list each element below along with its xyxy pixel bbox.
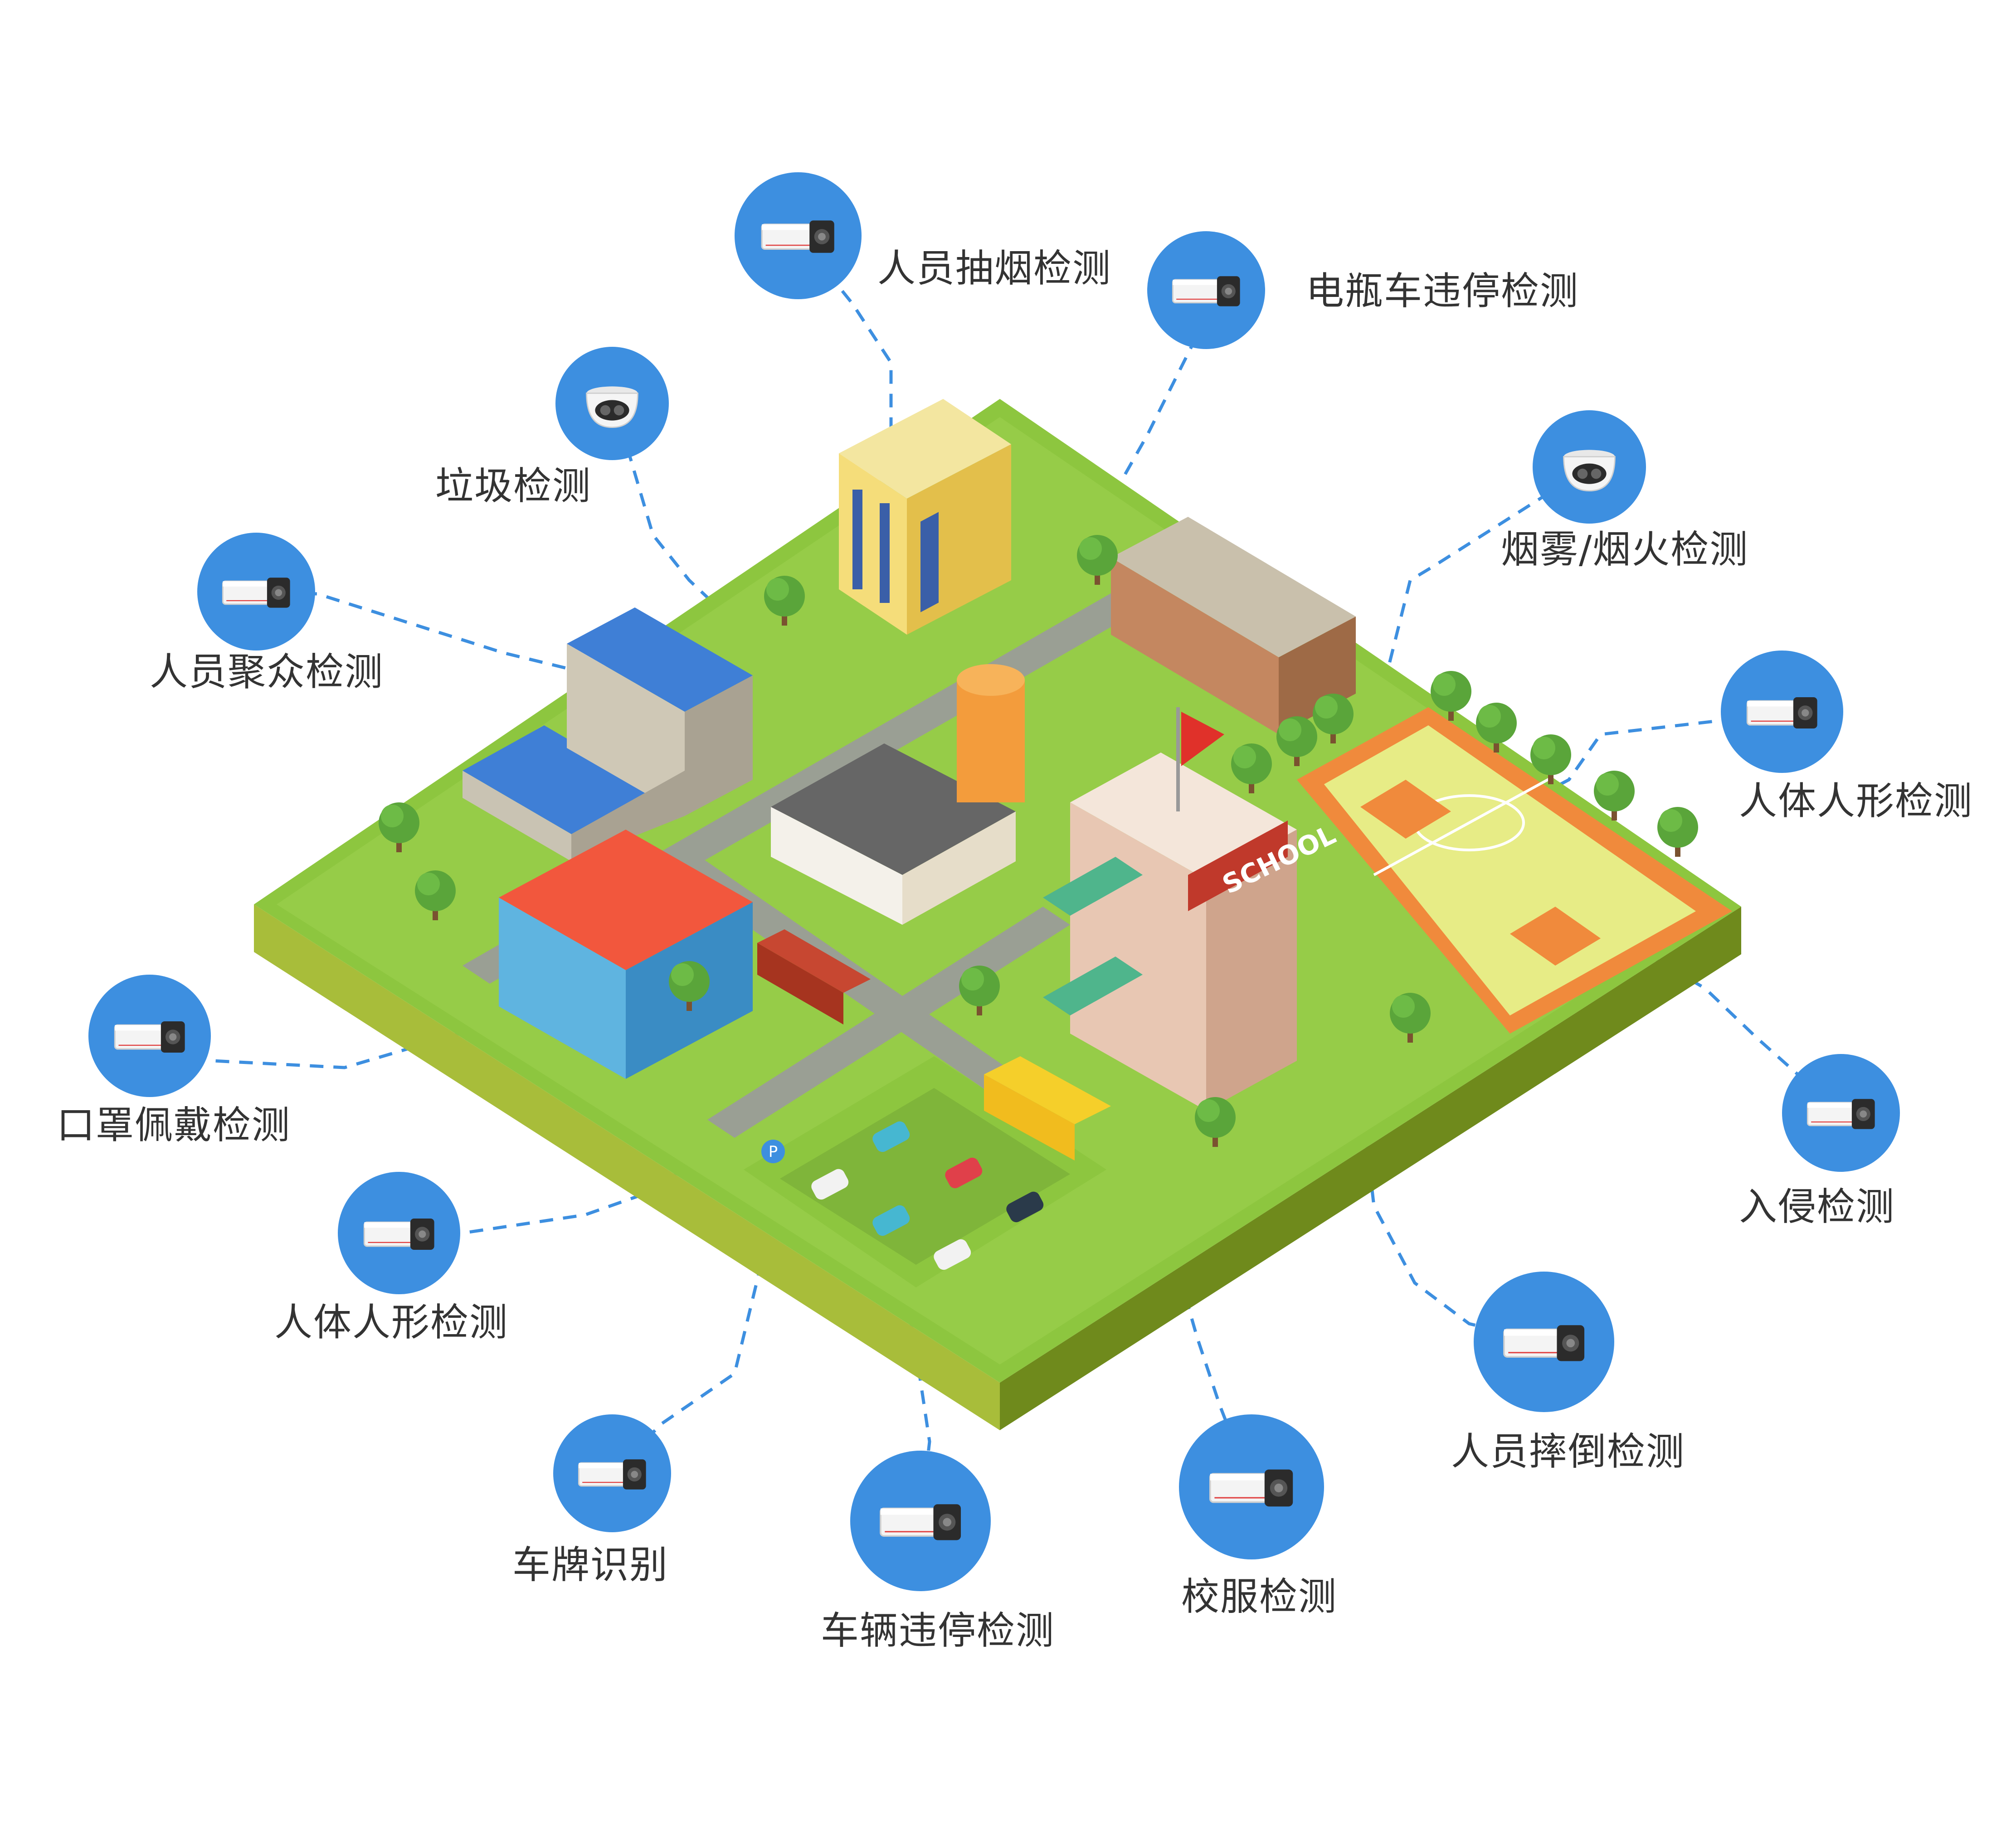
camera-label-mask: 口罩佩戴检测 [57, 1103, 291, 1147]
tree-icon [415, 870, 456, 920]
parked-car [811, 1169, 849, 1200]
tree-icon [959, 966, 1000, 1015]
camera-label-human_left: 人体人形检测 [274, 1300, 509, 1345]
bullet-camera-icon [212, 548, 301, 638]
bullet-camera-icon [114, 1021, 185, 1053]
platform-left-side [254, 904, 1000, 1430]
tree-icon [1390, 993, 1431, 1043]
trees [379, 535, 1698, 1147]
parking-area [780, 1088, 1070, 1265]
bullet-camera-icon [1162, 246, 1251, 336]
bullet-camera-icon [578, 1459, 646, 1490]
camera-badge[interactable] [1179, 1414, 1324, 1559]
bullet-camera-icon [750, 188, 846, 285]
bullet-camera-icon [222, 577, 290, 608]
camera-label-smoking: 人员抽烟检测 [877, 246, 1112, 291]
bullet-camera-icon [104, 990, 196, 1084]
camera-badge[interactable] [555, 347, 669, 460]
school-building: SCHOOL [1043, 707, 1340, 1111]
apartment-building [839, 399, 1011, 635]
buildings: SCHOOL [463, 399, 1356, 1161]
camera-badge[interactable] [1782, 1054, 1900, 1172]
bullet-camera-icon [1172, 276, 1240, 306]
tree-icon [1195, 1097, 1236, 1147]
bullet-camera-icon [568, 1429, 657, 1520]
camera-label-fall: 人员摔倒检测 [1451, 1429, 1685, 1474]
bullet-camera-icon [1197, 1433, 1306, 1543]
bullet-camera-icon [1746, 697, 1817, 728]
brown-building [1111, 517, 1356, 734]
parked-car [934, 1239, 971, 1270]
parking-sign [761, 1140, 785, 1163]
camera-label-vehicle: 车辆违停检测 [821, 1608, 1055, 1653]
tree-icon [1231, 743, 1272, 793]
parked-car [1006, 1191, 1044, 1223]
bullet-camera-icon [1807, 1098, 1875, 1129]
bullet-camera-icon [1503, 1325, 1584, 1361]
court-key-right [1510, 907, 1601, 966]
tree-icon [1077, 535, 1118, 585]
tree-icon [1594, 771, 1635, 821]
camera-label-crowd: 人员聚众检测 [150, 650, 384, 694]
tree-icon [1530, 734, 1571, 784]
ground-platform [254, 399, 1741, 1430]
parking-sign-text: P [769, 1143, 778, 1161]
stadium [771, 664, 1025, 925]
dome-camera-icon [586, 386, 638, 428]
camera-badge[interactable] [1533, 410, 1646, 524]
platform-right-side [1000, 907, 1741, 1430]
dome-camera-icon [1563, 450, 1616, 492]
tree-icon [1476, 703, 1517, 753]
bullet-camera-icon [363, 1218, 434, 1250]
office-building-left [463, 607, 753, 861]
camera-badge[interactable] [553, 1414, 671, 1532]
tree-icon [379, 802, 419, 852]
tree-icon [1313, 694, 1354, 743]
school-bus [984, 1056, 1111, 1161]
bullet-camera-icon [1491, 1289, 1597, 1397]
camera-badge[interactable] [1721, 651, 1843, 773]
camera-label-ebike: 电瓶车违停检测 [1306, 269, 1579, 313]
bullet-camera-icon [761, 220, 834, 253]
tree-icon [1657, 807, 1698, 857]
tree-icon [764, 576, 805, 626]
camera-label-smoke_fire: 烟雾/烟火检测 [1501, 527, 1749, 572]
court-midline [1373, 769, 1565, 876]
parked-car [872, 1205, 910, 1236]
camera-label-plate: 车牌识别 [512, 1543, 669, 1587]
dome-camera-icon [570, 361, 655, 448]
parked-car [872, 1121, 910, 1152]
camera-badge[interactable] [1474, 1272, 1614, 1412]
bullet-camera-icon [868, 1468, 974, 1576]
camera-badge[interactable] [197, 533, 315, 651]
parked-cars [811, 1121, 1044, 1270]
camera-label-human_right: 人体人形检测 [1739, 779, 1973, 823]
platform-inner-grass [277, 417, 1719, 1365]
camera-badge[interactable] [850, 1451, 991, 1591]
bullet-camera-icon [879, 1504, 961, 1540]
camera-badge[interactable] [88, 975, 211, 1097]
bullet-camera-icon [1736, 666, 1828, 760]
sports-court [1297, 707, 1732, 1034]
court-key-left [1360, 780, 1451, 839]
tree-icon [1431, 671, 1471, 721]
tree-icon [1276, 716, 1317, 766]
bullet-camera-icon [353, 1187, 445, 1281]
tree-icon [669, 961, 710, 1011]
parked-car [945, 1157, 983, 1189]
road-diagonal-c [707, 907, 1070, 1138]
camera-badge[interactable] [735, 172, 862, 299]
bullet-camera-icon [1209, 1469, 1293, 1507]
camera-label-intrusion: 入侵检测 [1739, 1185, 1895, 1229]
city-bus [757, 929, 871, 1025]
camera-badge[interactable] [1147, 231, 1265, 349]
bullet-camera-icon [1797, 1069, 1885, 1159]
camera-label-garbage: 垃圾检测 [435, 464, 592, 508]
dome-camera-icon [1547, 424, 1632, 511]
camera-label-uniform: 校服检测 [1181, 1574, 1338, 1619]
camera-badge[interactable] [338, 1172, 460, 1294]
